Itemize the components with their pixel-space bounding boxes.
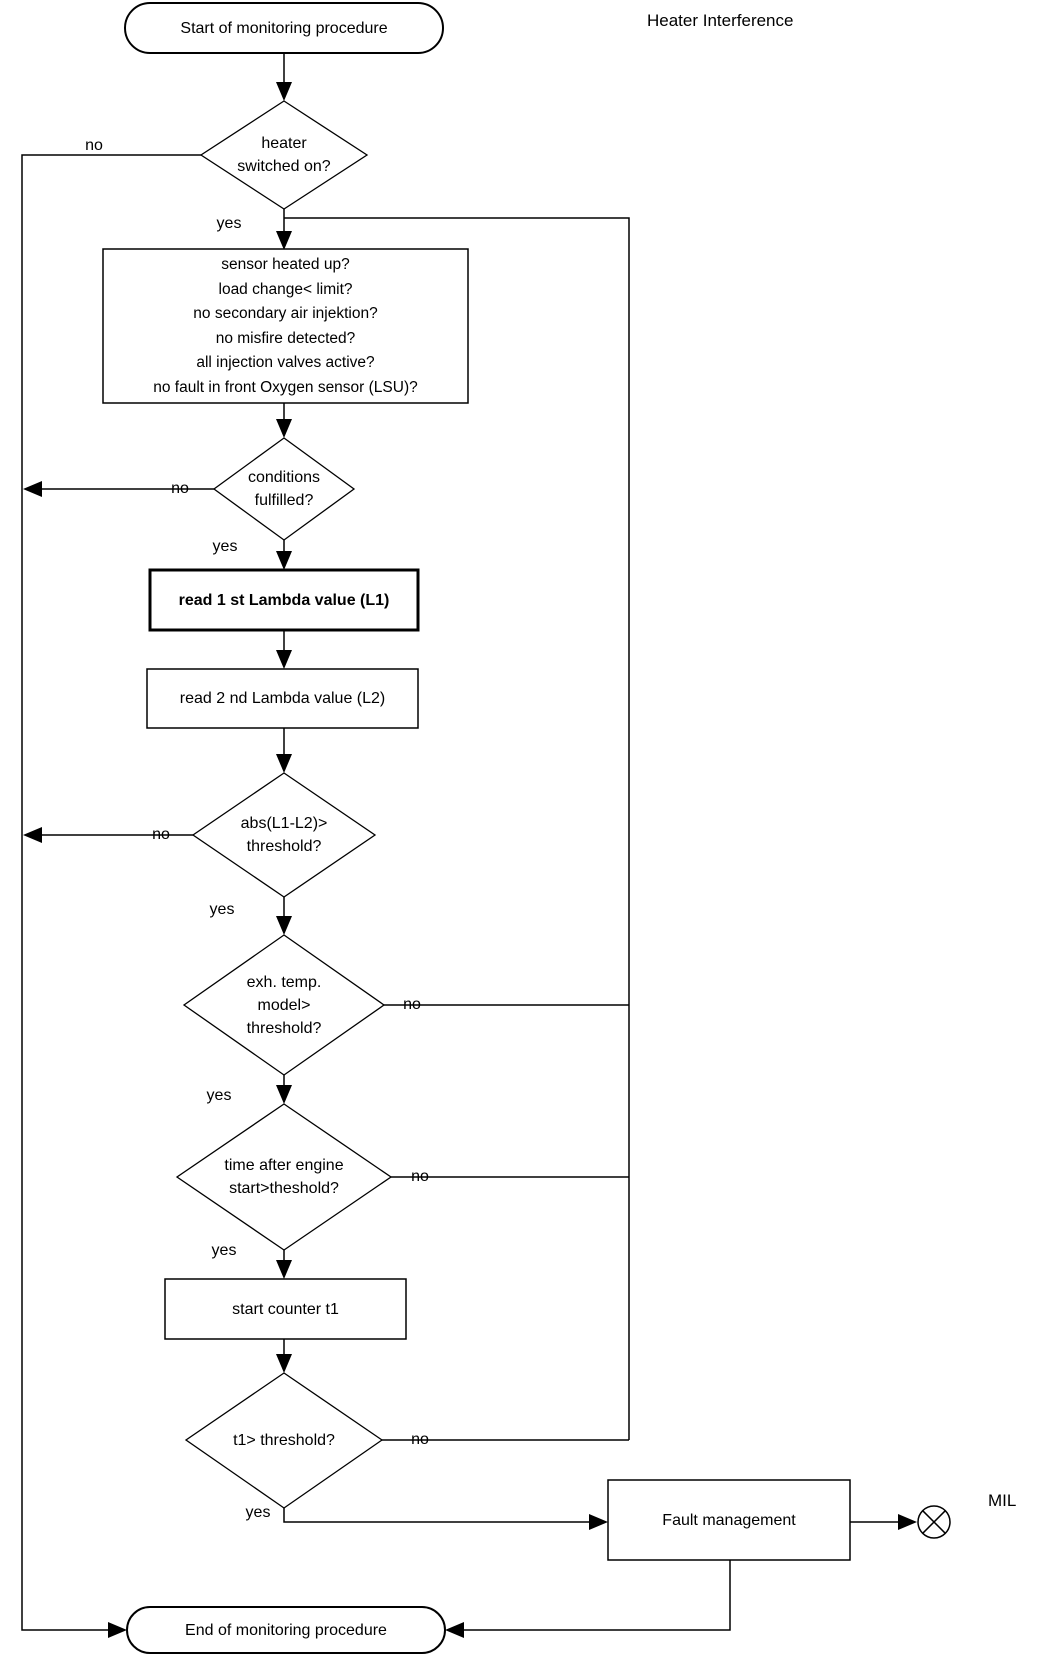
precondition-box-shape (102, 248, 469, 404)
start-counter-box: start counter t1 (165, 1279, 406, 1339)
conditions-yes-label: yes (212, 538, 238, 555)
read-l1-box-shape (148, 568, 420, 632)
edge-t1-yes (283, 1508, 603, 1523)
precondition-line: no fault in front Oxygen sensor (LSU)? (153, 378, 418, 396)
start-node-label: Start of monitoring procedure (180, 19, 388, 37)
arrowhead-into-end-right (445, 1622, 464, 1638)
read-l2-box-shape (146, 668, 419, 729)
edge-fault-to-end (450, 1560, 731, 1631)
arrowhead-into-exh (276, 916, 292, 935)
precondition-line: all injection valves active? (196, 354, 375, 371)
precondition-line: sensor heated up? (221, 256, 350, 273)
mil-indicator-icon (917, 1505, 951, 1539)
t1-decision: t1> threshold? (186, 1429, 382, 1452)
arrowhead-into-end-left (108, 1622, 127, 1638)
arrowhead-into-l1 (276, 551, 292, 570)
conditions-decision-line2: fulfilled? (254, 492, 314, 509)
heater-decision-line2: switched on? (237, 158, 331, 175)
abs-no-label: no (152, 826, 170, 843)
arrowhead-abs-no-into-rail (23, 827, 42, 843)
abs-decision-line1: abs(L1-L2)> (240, 815, 328, 832)
t1-decision-shape (184, 1372, 384, 1509)
read-l1-box: read 1 st Lambda value (L1) (150, 570, 418, 630)
time-decision-line1: time after engine (224, 1157, 344, 1174)
precondition-box: sensor heated up? load change< limit? no… (103, 253, 468, 400)
exh-yes-label: yes (206, 1087, 232, 1104)
t1-decision-label: t1> threshold? (233, 1432, 335, 1449)
arrowhead-into-heater (276, 82, 292, 101)
time-no-label: no (411, 1168, 429, 1185)
arrowhead-into-counter (276, 1260, 292, 1279)
conditions-decision: conditions fulfilled? (214, 466, 354, 512)
precondition-line: no secondary air injektion? (193, 305, 378, 322)
arrowhead-into-preconditions (276, 231, 292, 250)
fault-management-box-shape (607, 1479, 851, 1561)
end-node-label: End of monitoring procedure (185, 1621, 387, 1639)
start-counter-box-shape (164, 1278, 407, 1340)
start-counter-label: start counter t1 (232, 1300, 339, 1318)
exh-decision-line1: exh. temp. (246, 974, 322, 991)
exh-decision-line3: threshold? (246, 1020, 322, 1037)
edge-right-loop-rail (284, 217, 630, 1440)
heater-decision-line1: heater (261, 135, 307, 152)
arrowhead-into-time (276, 1085, 292, 1104)
fault-management-box: Fault management (608, 1480, 850, 1560)
heater-decision-shape (199, 100, 369, 210)
exh-decision-line2: model> (257, 997, 311, 1014)
mil-label: MIL (988, 1491, 1017, 1510)
heater-no-label: no (85, 137, 103, 154)
abs-decision-line2: threshold? (246, 838, 322, 855)
arrowhead-conditions-no-into-rail (23, 481, 42, 497)
conditions-decision-shape (212, 437, 356, 541)
abs-decision-shape (191, 772, 377, 898)
read-l1-label: read 1 st Lambda value (L1) (178, 591, 390, 609)
arrowhead-into-t1 (276, 1354, 292, 1373)
read-l2-box: read 2 nd Lambda value (L2) (147, 669, 418, 728)
end-node-shape (126, 1606, 446, 1654)
end-node: End of monitoring procedure (127, 1607, 445, 1653)
exh-no-label: no (403, 996, 421, 1013)
heater-decision: heater switched on? (201, 132, 367, 178)
exh-decision: exh. temp. model> threshold? (184, 971, 384, 1040)
time-decision: time after engine start>theshold? (177, 1154, 391, 1200)
arrowhead-into-l2 (276, 650, 292, 669)
fault-management-label: Fault management (662, 1511, 796, 1529)
arrowhead-into-mil (898, 1514, 917, 1530)
conditions-no-label: no (171, 480, 189, 497)
page-title: Heater Interference (647, 11, 794, 30)
heater-yes-label: yes (216, 215, 242, 232)
conditions-decision-line1: conditions (247, 469, 321, 486)
arrowhead-into-fault (589, 1514, 608, 1530)
arrowhead-into-conditions (276, 419, 292, 438)
time-decision-line2: start>theshold? (229, 1180, 339, 1197)
start-node: Start of monitoring procedure (125, 3, 443, 53)
time-yes-label: yes (211, 1242, 237, 1259)
abs-yes-label: yes (209, 901, 235, 918)
abs-decision: abs(L1-L2)> threshold? (193, 812, 375, 858)
start-node-shape (124, 2, 444, 54)
t1-no-label: no (411, 1431, 429, 1448)
exh-decision-shape (182, 934, 386, 1076)
precondition-line: no misfire detected? (215, 329, 356, 347)
arrowhead-into-abs (276, 754, 292, 773)
time-decision-shape (175, 1103, 393, 1251)
t1-yes-label: yes (245, 1504, 271, 1521)
precondition-line: load change< limit? (218, 280, 353, 298)
read-l2-label: read 2 nd Lambda value (L2) (179, 690, 386, 707)
edge-left-return-rail (21, 154, 201, 1631)
